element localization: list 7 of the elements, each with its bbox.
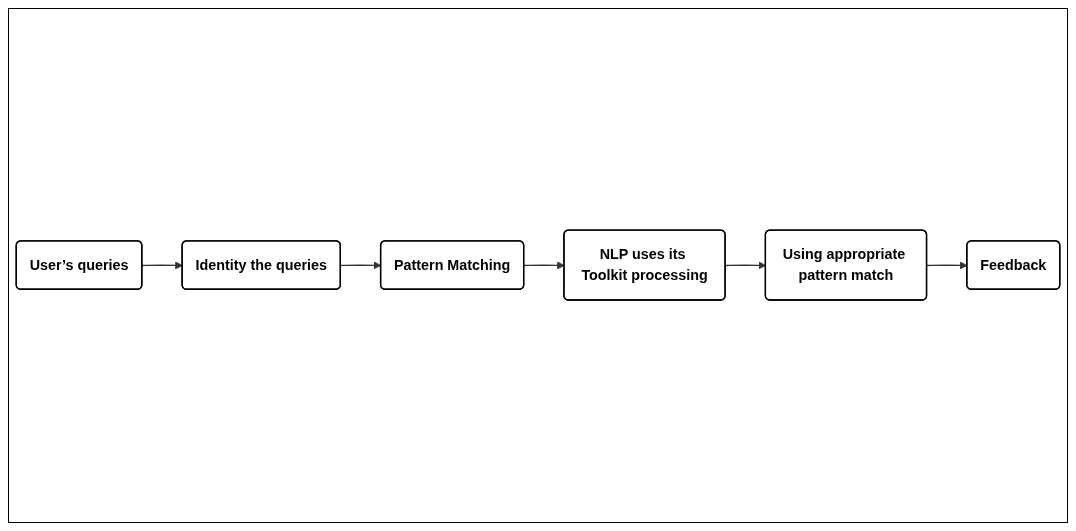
process-box: Using appropriate pattern match	[764, 229, 928, 302]
process-box: User’s queries	[15, 240, 143, 291]
process-box: Feedback	[966, 240, 1061, 291]
arrow	[141, 261, 183, 270]
process-box: Identity the queries	[181, 240, 341, 291]
process-box: NLP uses its Toolkit processing	[563, 229, 726, 302]
process-box: Pattern Matching	[379, 240, 525, 291]
